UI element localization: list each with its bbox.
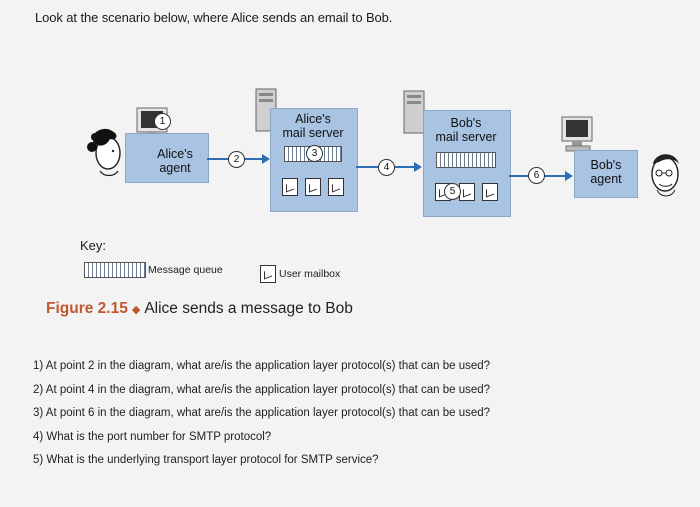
arrow-4-head [414, 162, 422, 172]
question-3: 3) At point 6 in the diagram, what are/i… [33, 407, 491, 419]
key-queue-swatch [84, 262, 146, 278]
question-4: 4) What is the port number for SMTP prot… [33, 430, 272, 443]
alice-person-icon [87, 128, 121, 177]
alice-agent-label: Alice's agent [157, 147, 193, 175]
caption-diamond-icon: ◆ [131, 304, 141, 316]
email-figure: Alice's agent 1 2 Alice's mail server 3 … [0, 0, 700, 340]
arrow-6-head [565, 171, 573, 181]
intro-text: Look at the scenario below, where Alice … [35, 10, 393, 25]
point-6-marker: 6 [528, 167, 545, 184]
bob-mailbox-3 [482, 183, 498, 201]
key-title: Key: [80, 238, 107, 253]
question-2: 2) At point 4 in the diagram, what are/i… [33, 383, 491, 396]
alice-mailbox-1 [282, 178, 298, 196]
bob-message-queue [436, 152, 496, 168]
point-1-marker: 1 [154, 113, 171, 130]
bob-mailbox-2 [459, 183, 475, 201]
point-3-marker: 3 [306, 145, 323, 162]
alice-server-label: Alice's mail server [282, 112, 344, 140]
alice-agent-box [125, 133, 209, 183]
bob-agent-label: Bob's agent [590, 158, 622, 186]
point-5-marker: 5 [444, 183, 461, 200]
bob-server-label: Bob's mail server [435, 116, 497, 144]
key-mailbox-label: User mailbox [279, 268, 341, 280]
bob-person-icon [651, 154, 679, 197]
bob-agent-box [574, 150, 638, 198]
figure-caption: Figure 2.15◆Alice sends a message to Bob [46, 300, 353, 318]
arrow-2-head [262, 154, 270, 164]
caption-number: Figure 2.15 [46, 300, 128, 317]
key-mailbox-swatch [260, 265, 276, 283]
caption-text: Alice sends a message to Bob [144, 300, 353, 317]
point-2-marker: 2 [228, 151, 245, 168]
key-queue-label: Message queue [148, 264, 223, 276]
point-4-marker: 4 [378, 159, 395, 176]
question-5: 5) What is the underlying transport laye… [33, 454, 379, 466]
alice-mailbox-3 [328, 178, 344, 196]
question-list: 1) At point 2 in the diagram, what are/i… [33, 360, 490, 478]
question-1: 1) At point 2 in the diagram, what are/i… [33, 360, 491, 372]
bob-computer-icon [561, 116, 593, 152]
alice-mailbox-2 [305, 178, 321, 196]
bob-server-icon [403, 90, 425, 134]
